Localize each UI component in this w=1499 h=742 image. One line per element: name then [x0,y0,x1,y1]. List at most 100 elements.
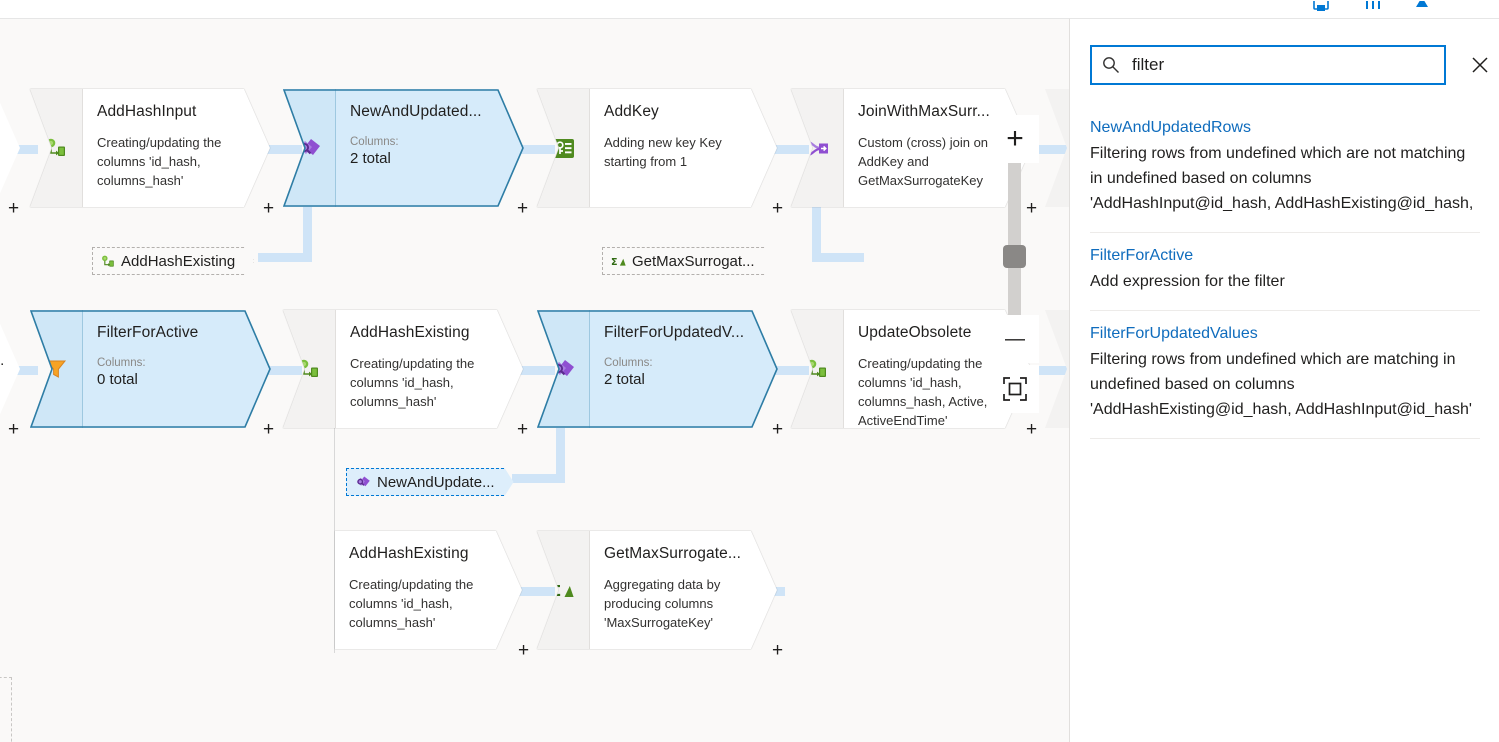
add-handle[interactable]: + [772,198,784,219]
node-title: AddKey [604,103,659,120]
node-getmaxsurrogatekey[interactable]: Σ GetMaxSurrogate... Aggregating data by… [537,531,777,649]
new-stream-placeholder[interactable] [0,677,12,742]
search-result-title[interactable]: FilterForUpdatedValues [1090,325,1258,342]
branch-line [334,428,335,653]
connector [769,366,809,375]
svg-text:Σ: Σ [551,582,561,600]
node-columns-label: Columns: [97,357,146,369]
node-body[interactable]: AddKey Adding new key Key starting from … [590,89,777,207]
node-partial-left-row2[interactable] [0,310,20,428]
connector [1023,145,1069,154]
node-description: Aggregating data by producing columns 'M… [604,577,721,630]
aggregate-icon: Σ [611,255,626,268]
search-input[interactable] [1130,54,1420,76]
node-title: AddHashExisting [349,545,469,562]
search-result-item[interactable]: FilterForActive Add expression for the f… [1090,233,1480,311]
svg-text:Σ: Σ [611,256,618,267]
node-addhashexisting-2[interactable]: AddHashExisting Creating/updating the co… [335,531,522,649]
add-handle[interactable]: + [1026,419,1038,440]
chip-label: AddHashExisting [121,252,236,270]
connector [812,253,864,262]
chip-getmaxsurrogatekey[interactable]: Σ GetMaxSurrogat... [602,247,774,275]
search-result-title[interactable]: FilterForActive [1090,247,1194,264]
node-description: Custom (cross) join on AddKey and GetMax… [858,135,989,188]
derived-column-icon [791,310,844,428]
add-handle[interactable]: + [8,198,20,219]
node-joinwithmaxsurrogatekey[interactable]: JoinWithMaxSurr... Custom (cross) join o… [791,89,1031,207]
node-addhashexisting[interactable]: AddHashExisting Creating/updating the co… [283,310,523,428]
save-icon[interactable] [1311,0,1331,12]
add-handle[interactable]: + [518,640,530,661]
connector [1023,366,1069,375]
node-body[interactable]: FilterForActive Columns: 0 total [83,310,270,428]
node-columns-label: Columns: [604,357,653,369]
chip-newandupdatedrows[interactable]: NewAndUpdate... [346,468,514,496]
connector [258,253,312,262]
add-handle[interactable]: + [772,419,784,440]
publish-icon[interactable] [1412,0,1432,12]
node-title: GetMaxSurrogate... [604,545,742,562]
truncated-label: .. [0,352,5,369]
search-result-description: Add expression for the filter [1090,273,1285,290]
zoom-out-button[interactable]: — [991,315,1039,363]
node-description: Creating/updating the columns 'id_hash, … [858,356,988,428]
node-addkey[interactable]: AddKey Adding new key Key starting from … [537,89,777,207]
zoom-in-button[interactable]: + [991,115,1039,163]
node-newandupdatedrows[interactable]: NewAndUpdated... Columns: 2 total [283,89,524,207]
node-title: JoinWithMaxSurr... [858,103,990,120]
zoom-slider-thumb[interactable] [1003,245,1026,268]
node-addhashinput[interactable]: AddHashInput Creating/updating the colum… [30,89,270,207]
node-body[interactable]: GetMaxSurrogate... Aggregating data by p… [590,531,777,649]
node-body[interactable]: FilterForUpdatedV... Columns: 2 total [590,310,777,428]
join-icon [791,89,844,207]
add-handle[interactable]: + [8,419,20,440]
close-icon [1472,57,1488,73]
search-result-description: Filtering rows from undefined which are … [1090,351,1472,418]
node-columns-value: 2 total [350,150,391,167]
search-result-item[interactable]: NewAndUpdatedRows Filtering rows from un… [1090,104,1480,233]
search-result-description: Filtering rows from undefined which are … [1090,145,1474,212]
node-body[interactable]: AddHashExisting Creating/updating the co… [335,531,522,649]
search-result-title[interactable]: NewAndUpdatedRows [1090,119,1251,136]
derived-column-icon [101,255,115,268]
add-handle[interactable]: + [772,640,784,661]
close-search-button[interactable] [1466,51,1494,79]
chip-label: NewAndUpdate... [377,473,495,491]
connector [262,145,302,154]
node-body[interactable]: NewAndUpdated... Columns: 2 total [336,89,523,207]
add-handle[interactable]: + [263,198,275,219]
add-handle[interactable]: + [517,419,529,440]
node-partial-left-row1[interactable] [0,89,20,207]
node-filterforupdatedvalues[interactable]: FilterForUpdatedV... Columns: 2 total [537,310,778,428]
search-box[interactable] [1090,45,1446,85]
add-handle[interactable]: + [263,419,275,440]
exists-icon [355,475,371,489]
node-columns-value: 2 total [604,371,645,388]
connector [512,474,565,483]
node-columns-value: 0 total [97,371,138,388]
search-results: NewAndUpdatedRows Filtering rows from un… [1090,104,1480,439]
connector [515,366,555,375]
fit-to-screen-button[interactable] [991,365,1039,413]
search-result-item[interactable]: FilterForUpdatedValues Filtering rows fr… [1090,311,1480,439]
surrogate-key-icon [537,89,590,207]
dataflow-canvas[interactable]: + AddHashInput Creating/updating the col… [0,18,1069,742]
validate-icon[interactable] [1363,0,1383,12]
chip-addhashexisting[interactable]: AddHashExisting [92,247,254,275]
zoom-control[interactable]: + — [991,115,1039,425]
connector [769,145,809,154]
add-handle[interactable]: + [517,198,529,219]
derived-column-icon [283,310,336,428]
add-handle[interactable]: + [1026,198,1038,219]
node-body[interactable]: AddHashInput Creating/updating the colum… [83,89,270,207]
filter-icon [30,310,83,428]
top-toolbar [0,0,1499,18]
node-body[interactable]: AddHashExisting Creating/updating the co… [336,310,523,428]
node-title: NewAndUpdated... [350,103,482,120]
node-title: UpdateObsolete [858,324,972,341]
node-filterforactive[interactable]: FilterForActive Columns: 0 total [30,310,271,428]
chip-label: GetMaxSurrogat... [632,252,755,270]
node-columns-label: Columns: [350,136,399,148]
node-title: FilterForActive [97,324,199,341]
node-description: Creating/updating the columns 'id_hash, … [349,577,474,630]
